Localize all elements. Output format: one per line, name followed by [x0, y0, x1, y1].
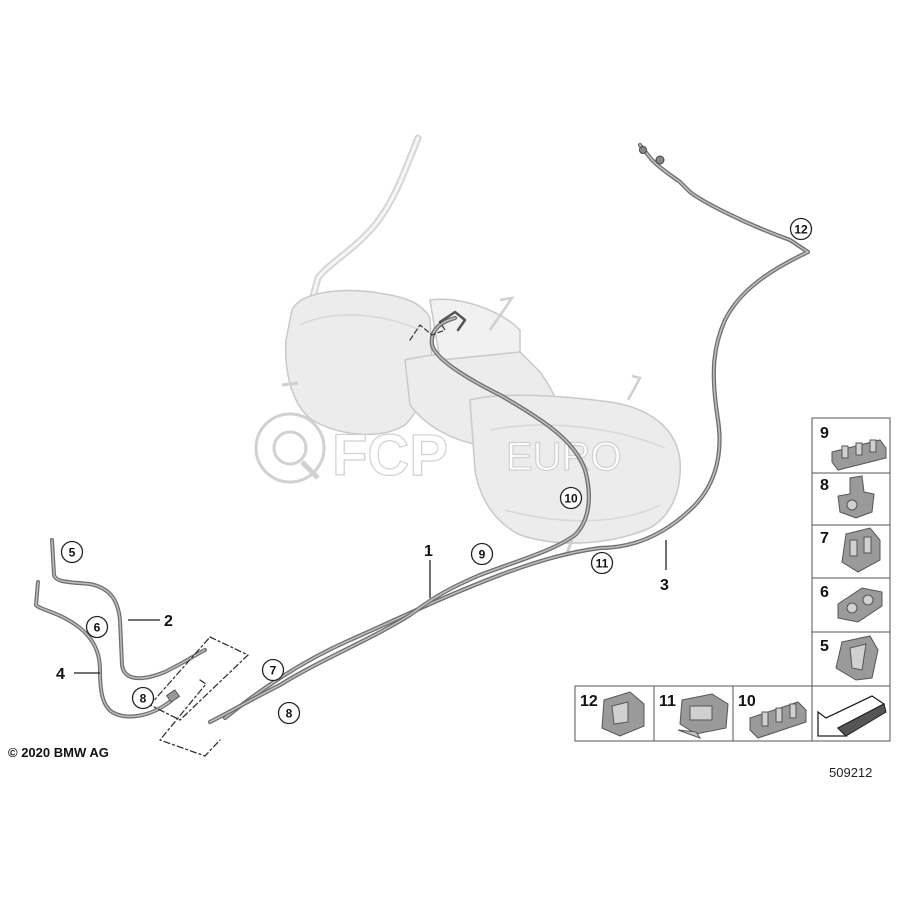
leader-lines [74, 540, 667, 674]
svg-text:9: 9 [820, 425, 829, 442]
line-1 [207, 310, 591, 725]
clip-5-icon [835, 635, 879, 681]
svg-text:11: 11 [596, 557, 609, 571]
label-4: 4 [56, 666, 65, 683]
svg-text:10: 10 [564, 492, 578, 506]
svg-text:8: 8 [140, 692, 147, 706]
callout-8b: 8 [277, 701, 301, 725]
label-2: 2 [164, 613, 173, 630]
copyright-text: © 2020 BMW AG [8, 745, 109, 760]
line-2 [50, 538, 207, 681]
callout-10: 10 [559, 486, 583, 510]
svg-text:12: 12 [580, 693, 598, 710]
callout-7: 7 [261, 658, 285, 682]
clip-7-icon [841, 527, 881, 573]
fuel-lines [34, 142, 811, 757]
part-box-6: 6 [820, 584, 883, 623]
fuel-tank [281, 134, 681, 557]
part-box-11: 11 [659, 693, 729, 739]
watermark-brand-light: EURO [506, 435, 622, 479]
label-3: 3 [660, 577, 669, 594]
svg-text:9: 9 [479, 548, 486, 562]
part-box-8: 8 [820, 475, 875, 519]
svg-text:5: 5 [820, 638, 829, 655]
svg-text:6: 6 [820, 584, 829, 601]
clip-12-icon [601, 691, 645, 737]
svg-text:10: 10 [738, 693, 756, 710]
line-4 [34, 580, 180, 719]
callout-9: 9 [470, 542, 494, 566]
callout-8a: 8 [131, 686, 155, 710]
svg-text:8: 8 [820, 477, 829, 494]
clip-9-icon [831, 439, 887, 471]
part-box-10: 10 [738, 693, 807, 739]
callout-5: 5 [60, 540, 84, 564]
circled-callouts: 5 6 7 8 8 9 10 11 [60, 217, 813, 725]
orientation-arrow-icon [817, 695, 887, 737]
clip-10-icon [749, 701, 807, 739]
part-box-9: 9 [820, 425, 887, 471]
parts-grid: 9 8 7 6 [574, 417, 891, 742]
svg-text:5: 5 [69, 546, 76, 560]
diagram-number: 509212 [829, 765, 872, 780]
fcp-euro-watermark: FCP EURO [254, 412, 622, 489]
callout-11: 11 [590, 551, 614, 575]
svg-text:12: 12 [794, 223, 808, 237]
label-1: 1 [424, 543, 433, 560]
svg-text:7: 7 [820, 530, 829, 547]
line-3 [222, 142, 811, 721]
part-box-12: 12 [580, 691, 645, 737]
clip-11-icon [677, 693, 729, 739]
part-box-7: 7 [820, 527, 881, 573]
leader-labels: 1 2 3 4 [56, 543, 669, 683]
callout-12: 12 [789, 217, 813, 241]
svg-text:6: 6 [94, 621, 101, 635]
svg-text:8: 8 [286, 707, 293, 721]
clip-8-icon [837, 475, 875, 519]
part-box-5: 5 [820, 635, 879, 681]
callout-6: 6 [85, 615, 109, 639]
svg-text:11: 11 [659, 693, 676, 710]
watermark-brand-bold: FCP [332, 423, 448, 488]
svg-text:7: 7 [270, 664, 277, 678]
clip-6-icon [837, 587, 883, 623]
